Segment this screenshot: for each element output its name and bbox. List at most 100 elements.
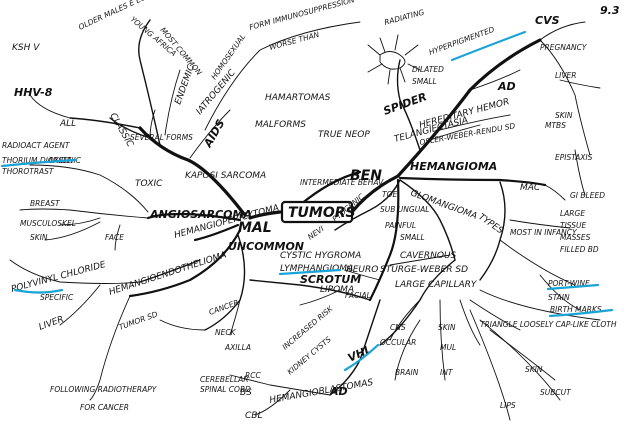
- branch-blastoma: [269, 384, 331, 396]
- label-skin-c: SKIN: [525, 365, 543, 374]
- branch-portwine: [499, 239, 576, 286]
- spine-left: [248, 210, 282, 220]
- center-box: [280, 200, 354, 224]
- branch-mac: [544, 184, 566, 201]
- branch-lymph: [249, 279, 371, 301]
- label-hamartomas: HAMARTOMAS: [265, 93, 331, 103]
- label-small-glomus: SMALL: [400, 233, 425, 242]
- label-liver: LIVER: [38, 315, 66, 333]
- label-gi-bleed: GI BLEED: [570, 191, 605, 200]
- spine-right: [350, 174, 400, 214]
- branch-glomangioma: [399, 179, 456, 261]
- label-infancy: MOST IN INFANCY: [510, 228, 578, 237]
- label-birth: BIRTH MARKS: [550, 305, 602, 314]
- label-cavernous: CAVERNOUS: [400, 251, 456, 261]
- label-bs: BS: [240, 388, 252, 398]
- highlight-thorium: [0, 158, 78, 168]
- label-triangle: TRIANGLE LOOSELY CAP-LIKE CLOTH: [480, 320, 617, 329]
- label-breast: BREAST: [30, 199, 61, 208]
- label-all: ALL: [59, 119, 76, 129]
- center-title: TUMORS: [288, 205, 356, 221]
- branch-polyvinyl: [9, 259, 141, 284]
- label-skin-a: SKIN: [30, 233, 48, 242]
- label-sub-ungual: SUB UNGUAL: [380, 205, 430, 214]
- label-thorotrast: THOROTRAST: [2, 167, 55, 176]
- label-ksh-v: KSH V: [12, 43, 40, 53]
- label-cancer: CANCER: [208, 298, 240, 317]
- branch-hemangiopericytoma: [193, 223, 240, 242]
- mal-label: MAL: [238, 220, 272, 236]
- branch-cbl: [254, 389, 291, 416]
- branch-musculo: [59, 217, 101, 226]
- label-specific: SPECIFIC: [40, 293, 74, 302]
- label-dilated: DILATED: [412, 65, 444, 74]
- label-rcc: RCC: [245, 371, 261, 380]
- label-true-neop: TRUE NEOP: [318, 130, 370, 140]
- label-cystic: CYSTIC HYGROMA: [280, 251, 361, 261]
- label-musculo: MUSCULOSKEL: [20, 219, 76, 228]
- branch-skin-c: [489, 329, 556, 381]
- highlight-vhl: [343, 343, 380, 372]
- label-ad-hyper: AD: [497, 80, 516, 93]
- label-brain: BRAIN: [395, 368, 419, 377]
- label-lymphangioma: LYMPHANGIOMA: [280, 264, 353, 274]
- label-small-arteries: SMALL: [412, 77, 437, 86]
- branch-tumor-sd: [159, 319, 206, 331]
- label-masses: MASSES: [560, 233, 591, 242]
- label-port-wine: PORT-WINE: [548, 279, 590, 288]
- label-lipoma: LIPOMA: [320, 285, 354, 295]
- label-occular: OCCULAR: [380, 338, 416, 347]
- branch-infancy: [509, 219, 571, 229]
- branch-liver-r: [559, 79, 601, 89]
- intermediate-label: INTERMEDIATE BEHAV: [300, 178, 384, 187]
- label-mul: MUL: [440, 343, 456, 352]
- branch-endemic: [164, 69, 181, 136]
- branch-kaposi-all: [69, 117, 141, 129]
- highlight-polyvinyl: [13, 288, 64, 294]
- label-spinal: SPINAL CORD: [200, 385, 251, 394]
- branch-skin-a: [44, 221, 101, 241]
- label-several: SEVERAL FORMS: [130, 133, 193, 142]
- label-worse-than: WORSE THAN: [268, 30, 320, 52]
- branch-spider: [396, 59, 421, 151]
- branch-occular: [389, 299, 421, 341]
- highlight-hyperpig: [450, 30, 527, 62]
- label-hyperpig: HYPERPIGMENTED: [428, 25, 496, 57]
- branch-brain: [394, 319, 421, 381]
- branch-lips: [469, 309, 511, 421]
- branch-pyogenic: [334, 179, 401, 231]
- label-endothelioma: HEMANGIOENDOTHELIOMA: [108, 250, 228, 297]
- label-sturge: STURGE-WEBER SD: [380, 265, 468, 275]
- page-number: 9.3: [600, 4, 620, 17]
- label-kaposi: KAPOSI SARCOMA: [185, 171, 266, 181]
- branch-kaposi: [138, 126, 246, 216]
- highlight-lymph: [278, 268, 342, 276]
- label-hemangioma: HEMANGIOMA: [410, 160, 497, 173]
- branch-hyperpig: [469, 69, 521, 91]
- branch-kaposi-up: [138, 19, 161, 146]
- label-cerebellar: CEREBELLAR: [200, 375, 249, 384]
- branch-aids: [189, 109, 231, 159]
- label-face: FACE: [105, 233, 124, 242]
- label-lips: LIPS: [500, 401, 516, 410]
- label-tissue: TISSUE: [560, 221, 587, 230]
- branch-rcc: [229, 374, 271, 386]
- label-aids: AIDS: [201, 117, 228, 150]
- branch-cvs: [539, 21, 586, 41]
- branch-gi-bleed: [574, 149, 586, 196]
- ben-label: BEN: [350, 168, 382, 184]
- label-mtbs: MTBS: [545, 121, 566, 130]
- label-neuro: NEURO: [346, 265, 378, 275]
- label-facial: FACIAL: [345, 291, 371, 300]
- label-mac: MAC: [520, 183, 541, 193]
- label-subcut: SUBCUT: [540, 388, 572, 397]
- label-immunosupp: FORM IMMUNOSUPPRESSION: [248, 0, 356, 32]
- highlight-birth: [548, 308, 614, 318]
- label-spider: SPIDER: [382, 90, 429, 118]
- label-for-cancer: FOR CANCER: [80, 403, 129, 412]
- branch-telang: [429, 124, 481, 141]
- label-toe: TOE: [382, 190, 397, 199]
- branch-radio: [89, 295, 131, 401]
